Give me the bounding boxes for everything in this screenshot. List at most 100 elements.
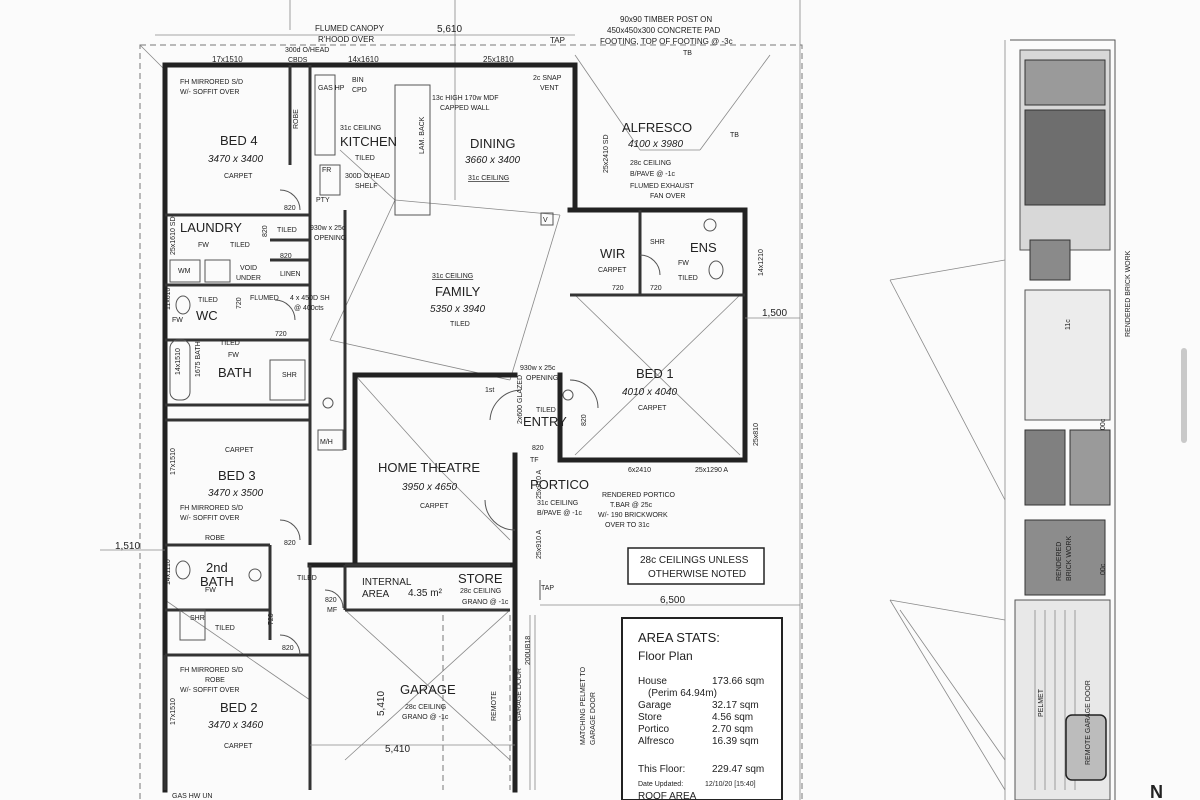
roof-area-label: ROOF AREA [638, 791, 697, 800]
door-swings [274, 189, 661, 656]
home-theatre-name: HOME THEATRE [378, 460, 480, 475]
ens-tiled: TILED [678, 275, 698, 282]
garage-name: GARAGE [400, 682, 456, 697]
dim-5610: 5,610 [437, 24, 462, 35]
ceilings-note: 28c CEILINGS UNLESS OTHERWISE NOTED [627, 547, 765, 585]
eave-lines [139, 0, 803, 800]
bath-fw: FW [228, 352, 239, 359]
bed2-size: 3470 x 3460 [208, 720, 263, 731]
door-820-internal: 820 [325, 597, 337, 604]
bath-tiled: TILED [220, 340, 240, 347]
elev-rendered-2: BRICK WORK [1066, 536, 1073, 581]
pantry: PTY [316, 197, 330, 204]
bed4-name: BED 4 [220, 133, 258, 148]
dimension-lines [100, 34, 800, 746]
fh-mirrored-bed4-1: FH MIRRORED S/D [180, 79, 243, 86]
dim-1500: 1,500 [762, 308, 787, 319]
exhaust-1: FLUMED EXHAUST [630, 183, 695, 190]
win-25x910-a: 25x910 A [536, 469, 543, 499]
robe-bed3: ROBE [205, 535, 225, 542]
opening-930-b-2: OPENING [526, 375, 558, 382]
snap-vent-2: VENT [540, 85, 559, 92]
laundry-fw: FW [198, 242, 209, 249]
date-value: 12/10/20 [15:40] [705, 781, 756, 788]
elev-00c-1: 00c [1100, 418, 1107, 430]
capped-wall-1: 13c HIGH 170w MDF [432, 95, 499, 102]
store-ceiling-1: 28c CEILING [460, 588, 501, 595]
north-arrow-label: N [1150, 782, 1163, 800]
fixtures [169, 74, 724, 641]
meter-box: M/H [320, 439, 333, 446]
matching-pelmet-1: MATCHING PELMET TO [580, 666, 587, 745]
hall-tiled: TILED [297, 575, 317, 582]
portico-name: PORTICO [530, 477, 589, 492]
bed4-finish: CARPET [224, 173, 253, 180]
wir-finish: CARPET [598, 267, 627, 274]
void-under-2: UNDER [236, 275, 261, 282]
tap-label: TAP [550, 36, 565, 45]
bed3-size: 3470 x 3500 [208, 488, 263, 499]
family-size: 5350 x 3940 [430, 304, 485, 315]
win-25x1810: 25x1810 [483, 55, 514, 64]
win-11x610: 11x610 [165, 287, 172, 310]
tb-right: TB [730, 132, 739, 139]
bed4-size: 3470 x 3400 [208, 154, 263, 165]
win-17x1510-top: 17x1510 [212, 55, 243, 64]
area-stats-row-value: 2.70 sqm [712, 724, 753, 735]
gas-hw: GAS HW UN [172, 793, 212, 800]
first-step: 1st [485, 387, 494, 394]
entry-tiled: TILED [536, 407, 556, 414]
internal-area-value: 4.35 m² [408, 588, 443, 599]
elev-11c: 11c [1065, 319, 1072, 330]
area-stats-row-value: 16.39 sqm [712, 736, 759, 747]
dining-name: DINING [470, 136, 516, 151]
timber-post-note-1: 90x90 TIMBER POST ON [620, 15, 712, 24]
door-820-bed1: 820 [581, 414, 588, 426]
kitchen-ceiling: 31c CEILING [340, 125, 381, 132]
ceilings-note-2: OTHERWISE NOTED [648, 569, 746, 580]
fridge: FR [322, 167, 331, 174]
v-mark: V [543, 217, 548, 224]
exhaust-2: FAN OVER [650, 193, 685, 200]
bath2-shower: SHR [190, 615, 205, 622]
bed1-name: BED 1 [636, 366, 674, 381]
shelf-1: 300D O'HEAD [345, 173, 390, 180]
alfresco-bpave: B/PAVE @ -1c [630, 171, 675, 178]
this-floor-label: This Floor: [638, 764, 685, 775]
rendered-portico-3: W/- 190 BRICKWORK [598, 512, 668, 519]
flumed-canopy-note: FLUMED CANOPY [315, 24, 385, 33]
laundry-tiled: TILED [230, 242, 250, 249]
this-floor-value: 229.47 sqm [712, 764, 764, 775]
alfresco-name: ALFRESCO [622, 120, 692, 135]
area-stats-row-label: House [638, 676, 667, 687]
bath2-tiled: TILED [215, 625, 235, 632]
wc-fw: FW [172, 317, 183, 324]
win-17x1510-bed3: 17x1510 [170, 448, 177, 475]
fh-mirrored-bed3-1: FH MIRRORED S/D [180, 505, 243, 512]
ceilings-note-1: 28c CEILINGS UNLESS [640, 555, 749, 566]
wir-name: WIR [600, 246, 625, 261]
oh-cbds-2: CBDS [288, 57, 308, 64]
side-elevation: RENDERED BRICK WORK 11c 00c 00c RENDERED… [889, 39, 1163, 800]
rhood-note: R'HOOD OVER [318, 35, 374, 44]
gas-hp: GAS HP [318, 85, 345, 92]
beam-200ub: 200UB18 [525, 636, 532, 665]
door-820-bed3: 820 [284, 540, 296, 547]
win-14x1610: 14x1610 [348, 55, 379, 64]
glazed-door: 2x600 GLAZED [517, 375, 524, 424]
capped-wall-2: CAPPED WALL [440, 105, 490, 112]
door-720-ens: 720 [650, 285, 662, 292]
win-14x1110: 14x1110 [165, 559, 172, 585]
elev-remote-door: REMOTE GARAGE DOOR [1085, 680, 1092, 765]
door-720-bath: 720 [275, 331, 287, 338]
washing-machine: WM [178, 268, 191, 275]
laundry-tiled-right: TILED [277, 227, 297, 234]
win-6x2410: 6x2410 [628, 467, 651, 474]
area-stats-row-label: Alfresco [638, 736, 675, 747]
home-theatre-size: 3950 x 4650 [402, 482, 457, 493]
bath-shower: SHR [282, 372, 297, 379]
store-ceiling-2: GRANO @ -1c [462, 599, 509, 606]
bath2-fw: FW [205, 587, 216, 594]
vertical-scrollbar-thumb[interactable] [1181, 348, 1187, 443]
rendered-portico-2: T.BAR @ 25c [610, 502, 653, 509]
